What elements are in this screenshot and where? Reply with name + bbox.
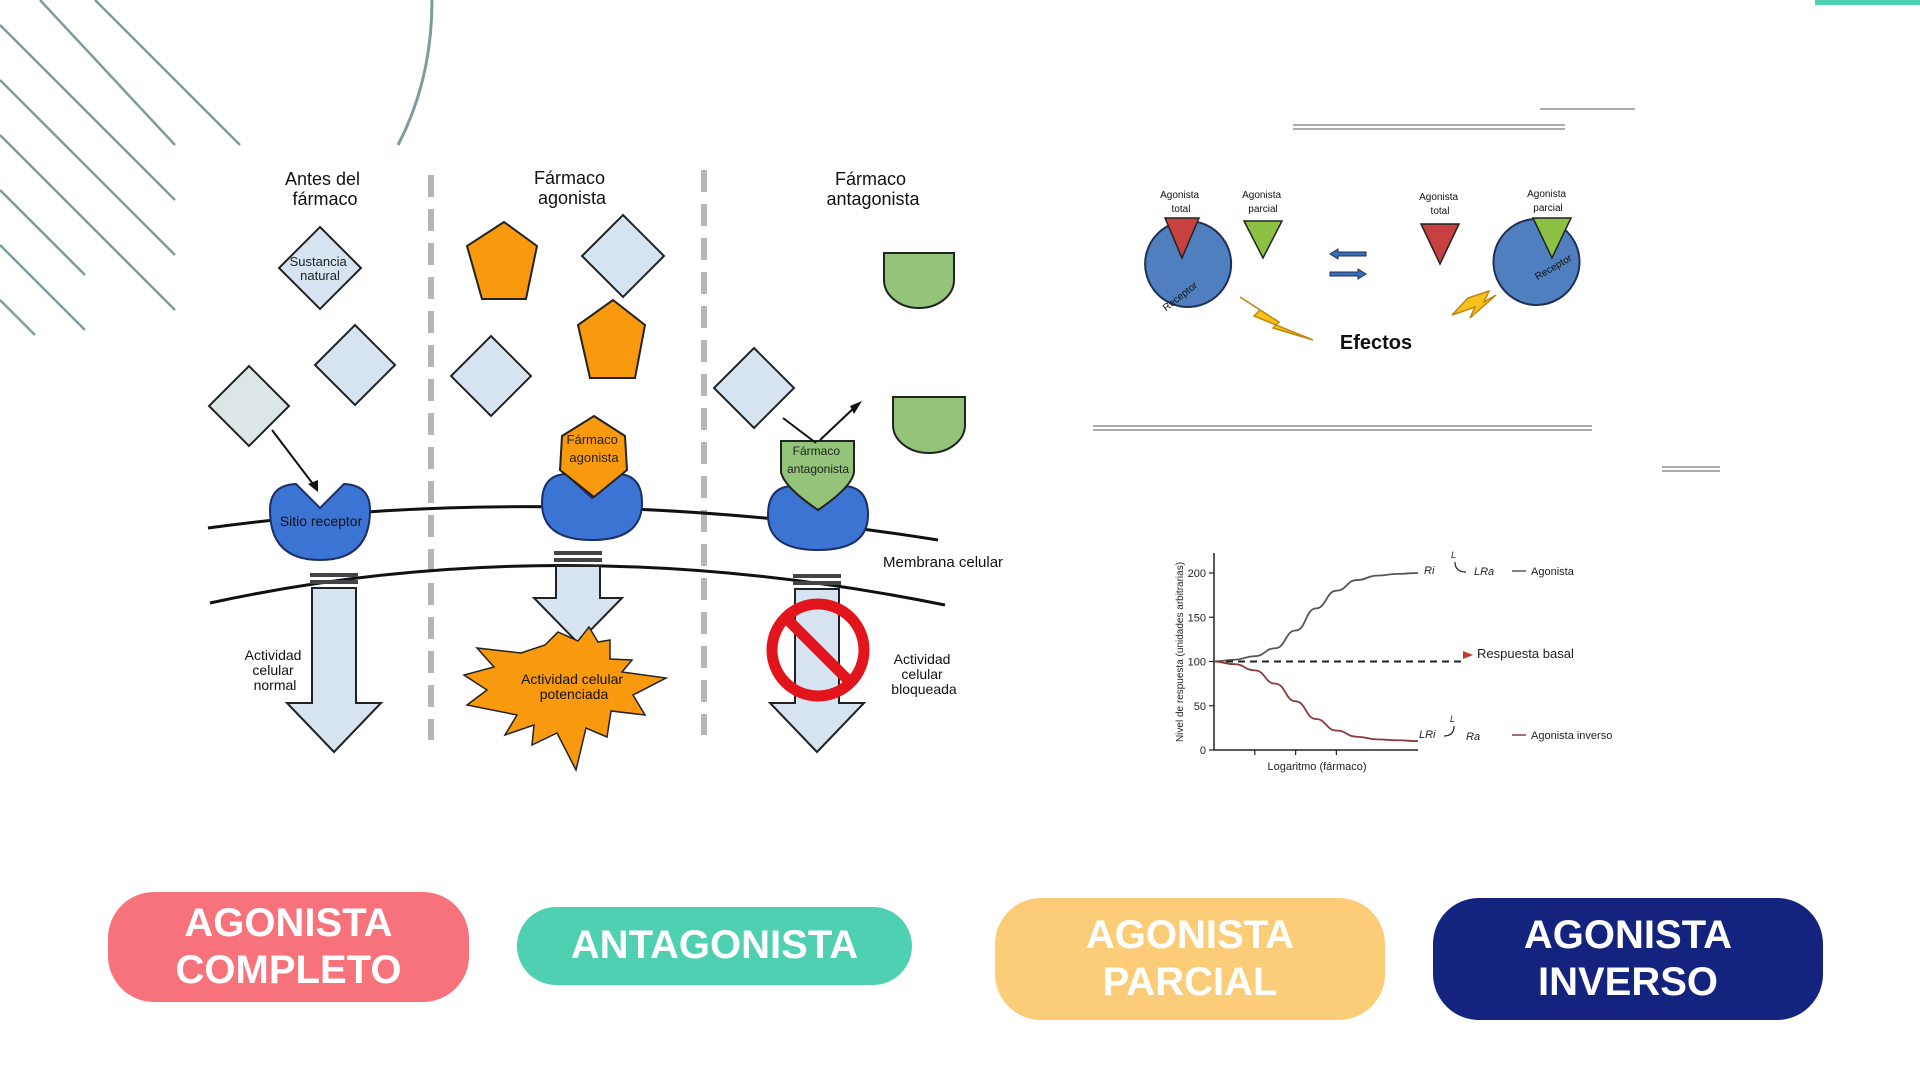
corner-arc	[396, 0, 434, 146]
x-axis-label: Logaritmo (fármaco)	[1267, 761, 1366, 773]
y-tick-label: 0	[1200, 745, 1206, 757]
agonist-pentagon	[465, 220, 539, 300]
enhanced-activity-label: Actividad celular potenciada	[521, 671, 627, 702]
y-axis-label: Nivel de respuesta (unidades arbitrarias…	[1175, 562, 1186, 742]
partial-agonist-triangle	[1531, 217, 1573, 260]
y-tick-label: 50	[1194, 701, 1206, 713]
partial-agonist-label-a: Agonista parcial	[1242, 190, 1284, 215]
deflected-arrow-line	[782, 417, 817, 444]
full-agonist-triangle	[1419, 223, 1461, 266]
natural-substance-diamond	[580, 213, 666, 299]
y-tick-label: 100	[1188, 657, 1206, 669]
legend-inverse: Agonista inverso	[1531, 730, 1612, 742]
natural-substance-label: Sustancia natural	[290, 254, 351, 283]
agonista-completo-label: AGONISTA COMPLETO	[175, 900, 402, 992]
antagonist-shape	[892, 396, 966, 454]
state-label-ra: Ra	[1466, 731, 1480, 743]
ligand-label-bottom: L	[1450, 714, 1455, 724]
receptor-1	[268, 482, 372, 562]
legend-agonist: Agonista	[1531, 566, 1575, 578]
natural-substance-diamond	[712, 346, 796, 430]
normal-activity-arrow	[284, 573, 384, 754]
effect-lightning-large	[1239, 296, 1314, 341]
bound-antagonist	[780, 440, 855, 512]
col2-title: Fármaco agonista	[534, 168, 610, 208]
state-label-lra: LRa	[1474, 566, 1494, 578]
ligand-arrow-top	[1454, 561, 1467, 573]
enhanced-activity-burst	[462, 625, 669, 773]
receptor-2	[540, 472, 644, 542]
natural-substance-diamond	[313, 323, 397, 407]
bound-agonist	[558, 414, 629, 499]
antagonista-button[interactable]: ANTAGONISTA	[517, 907, 912, 985]
agonista-inverso-label: AGONISTA INVERSO	[1523, 912, 1733, 1004]
blocked-activity-label: Actividad celular bloqueada	[891, 651, 957, 697]
decor-rules	[1093, 108, 1720, 472]
deflected-arrow-head	[850, 401, 862, 414]
binding-arrow	[271, 429, 317, 489]
membrane-label: Membrana celular	[883, 554, 1003, 571]
state-label-ri: Ri	[1424, 565, 1435, 577]
receptor-site-label: Sitio receptor	[280, 513, 363, 529]
antagonista-label: ANTAGONISTA	[570, 923, 859, 968]
agonist-drug-label: Fármaco agonista	[567, 432, 622, 465]
equilibrium-arrows	[1329, 248, 1367, 280]
effects-label: Efectos	[1340, 332, 1412, 354]
ligand-arrow-bottom	[1443, 725, 1455, 737]
natural-substance-diamond	[207, 364, 291, 448]
agonista-parcial-label: AGONISTA PARCIAL	[1085, 912, 1295, 1004]
basal-arrow-head	[1463, 651, 1473, 659]
antagonist-shape	[883, 252, 955, 309]
ligand-label-top: L	[1451, 550, 1456, 560]
col1-title: Antes del fármaco	[285, 169, 365, 209]
full-agonist-label-b: Agonista total	[1419, 192, 1461, 217]
diagonal-stripes	[0, 0, 241, 336]
antagonist-drug-label: Fármaco antagonista	[787, 444, 849, 476]
series-line-2	[1213, 660, 1419, 743]
full-agonist-label-a: Agonista total	[1160, 190, 1202, 215]
full-agonist-triangle	[1163, 217, 1201, 260]
col3-title: Fármaco antagonista	[826, 169, 920, 209]
state-label-lri: LRi	[1419, 729, 1436, 741]
y-tick-label: 200	[1188, 568, 1206, 580]
partial-agonist-triangle	[1242, 220, 1284, 260]
partial-agonist-label-b: Agonista parcial	[1527, 189, 1569, 214]
deflected-arrow	[819, 405, 857, 441]
binding-arrow-head	[308, 480, 318, 492]
natural-substance-diamond	[449, 334, 533, 418]
normal-activity-label: Actividad celular normal	[245, 647, 306, 693]
agonista-inverso-button[interactable]: AGONISTA INVERSO	[1433, 898, 1823, 1020]
series-line-0	[1213, 572, 1419, 663]
y-tick-label: 150	[1188, 612, 1206, 624]
legend-basal: Respuesta basal	[1477, 646, 1574, 661]
receptor-pie-left	[1144, 219, 1233, 308]
blocked-icon	[766, 598, 870, 702]
enhanced-activity-arrow	[531, 551, 625, 645]
receptor-3	[766, 484, 870, 552]
agonista-parcial-button[interactable]: AGONISTA PARCIAL	[995, 898, 1385, 1020]
agonist-pentagon	[576, 298, 647, 379]
natural-substance-diamond	[277, 225, 363, 311]
agonista-completo-button[interactable]: AGONISTA COMPLETO	[108, 892, 469, 1002]
effect-lightning-small	[1451, 289, 1497, 319]
